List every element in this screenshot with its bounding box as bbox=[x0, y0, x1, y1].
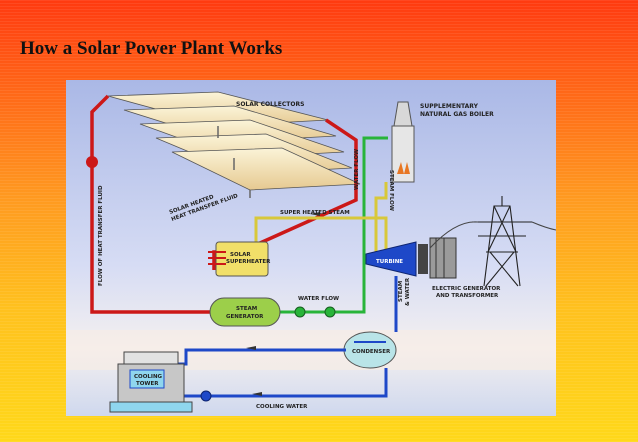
water-pump-icon bbox=[324, 306, 336, 318]
gas-boiler bbox=[391, 101, 415, 183]
cooling-water-arrow bbox=[252, 392, 262, 396]
cooling-tower-label-line2: TOWER bbox=[136, 381, 159, 387]
electric-label-line2: AND TRANSFORMER bbox=[436, 293, 499, 299]
solar-collectors bbox=[107, 91, 361, 198]
water-flow-horizontal-label: WATER FLOW bbox=[298, 296, 339, 302]
condenser bbox=[343, 331, 397, 369]
steam-water-label-line1: STEAM bbox=[398, 281, 404, 302]
water-pump-icon bbox=[294, 306, 306, 318]
solar-collectors-label: SOLAR COLLECTORS bbox=[236, 101, 304, 108]
water-flow-vertical-label: WATER FLOW bbox=[354, 149, 360, 190]
solar-superheater bbox=[208, 241, 269, 277]
electric-generator bbox=[429, 237, 457, 279]
steam-line bbox=[254, 182, 388, 258]
super-heated-steam-label: SUPER HEATED STEAM bbox=[280, 210, 350, 216]
collector-row-5 bbox=[171, 147, 361, 191]
steam-generator bbox=[209, 297, 281, 327]
steam-flow-arrow bbox=[310, 212, 320, 216]
page-title: How a Solar Power Plant Works bbox=[20, 38, 283, 59]
flow-heat-fluid-label: FLOW OF HEAT TRANSFER FLUID bbox=[98, 185, 104, 286]
transmission-tower bbox=[429, 196, 556, 287]
cooling-tower-label-line1: COOLING bbox=[134, 374, 163, 380]
electric-label-line1: ELECTRIC GENERATOR bbox=[432, 286, 501, 292]
cooling-water-label: COOLING WATER bbox=[256, 404, 308, 410]
condenser-label: CONDENSER bbox=[352, 349, 391, 355]
solar-plant-diagram: SOLAR COLLECTORS SUPPLEMENTARY NATURAL G… bbox=[66, 80, 556, 416]
superheater-label-line1: SOLAR bbox=[230, 252, 251, 258]
heat-transfer-loop bbox=[90, 94, 358, 314]
superheater-label-line2: SUPERHEATER bbox=[226, 259, 271, 265]
cooling-pump-icon bbox=[200, 390, 212, 402]
steam-water-label-line2: & WATER bbox=[405, 277, 411, 306]
water-pumps bbox=[294, 306, 336, 318]
turbine bbox=[365, 241, 428, 277]
return-water-arrow bbox=[246, 346, 256, 350]
flame-icon bbox=[397, 162, 410, 174]
heat-fluid-pump-icon bbox=[86, 156, 98, 168]
boiler-label-line1: SUPPLEMENTARY bbox=[420, 103, 479, 110]
generator-label-line1: STEAM bbox=[236, 306, 257, 312]
steam-flow-label: STEAM FLOW bbox=[388, 170, 394, 211]
turbine-label: TURBINE bbox=[376, 259, 403, 265]
boiler-label-line2: NATURAL GAS BOILER bbox=[420, 111, 494, 118]
generator-label-line2: GENERATOR bbox=[226, 314, 264, 320]
cooling-tower bbox=[109, 351, 193, 413]
